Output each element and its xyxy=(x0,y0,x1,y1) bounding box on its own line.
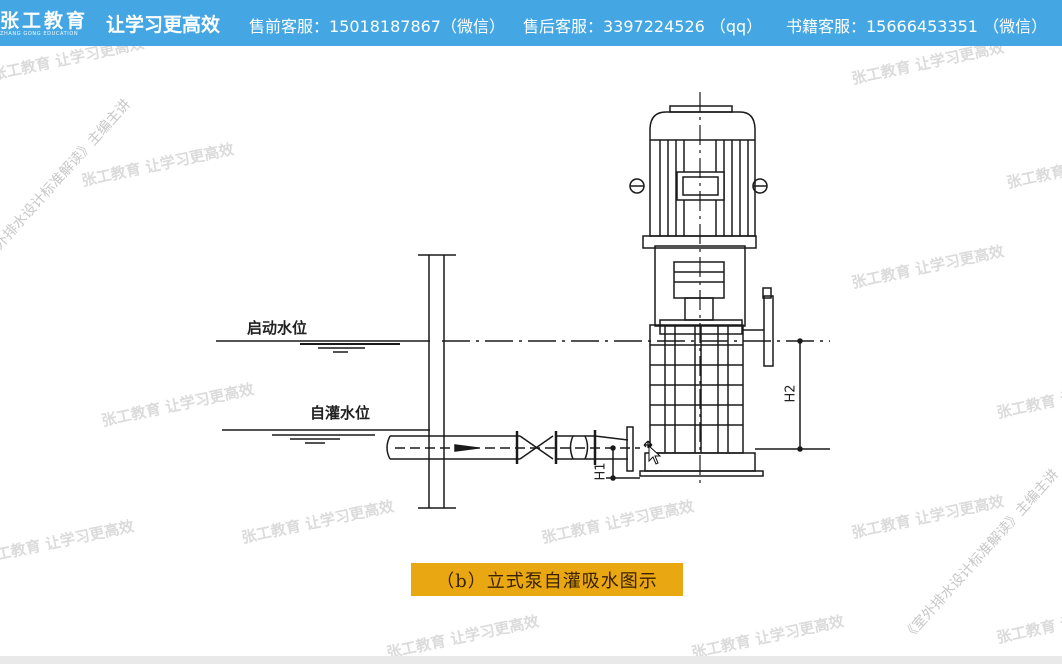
h1-dimension-label: H1 xyxy=(593,462,609,481)
top-banner: 张工教育 ZHANG GONG EDUCATION 让学习更高效 售前客服：15… xyxy=(0,0,1062,46)
logo-chinese: 张工教育 xyxy=(0,10,89,32)
bottom-bar xyxy=(0,656,1062,664)
figure-caption: （b）立式泵自灌吸水图示 xyxy=(411,563,683,596)
start-water-level-label: 启动水位 xyxy=(247,319,308,337)
presale-contact: 售前客服：15018187867（微信） xyxy=(249,17,505,36)
slide-content: 张工教育 让学习更高效 张工教育 让学习更高效 张工教育 让学习更高效 张工教育… xyxy=(0,46,1062,656)
aftersale-contact: 售后客服：3397224526 （qq） xyxy=(523,17,763,36)
mouse-cursor-icon xyxy=(643,440,662,465)
logo-english: ZHANG GONG EDUCATION xyxy=(0,31,79,37)
brand-logo: 张工教育 ZHANG GONG EDUCATION xyxy=(0,6,92,42)
slogan: 让学习更高效 xyxy=(106,14,221,36)
book-contact: 书籍客服：15666453351 （微信） xyxy=(786,17,1048,36)
h2-dimension-label: H2 xyxy=(783,384,799,403)
pump-diagram xyxy=(216,92,830,509)
self-priming-water-level-label: 自灌水位 xyxy=(310,404,371,422)
